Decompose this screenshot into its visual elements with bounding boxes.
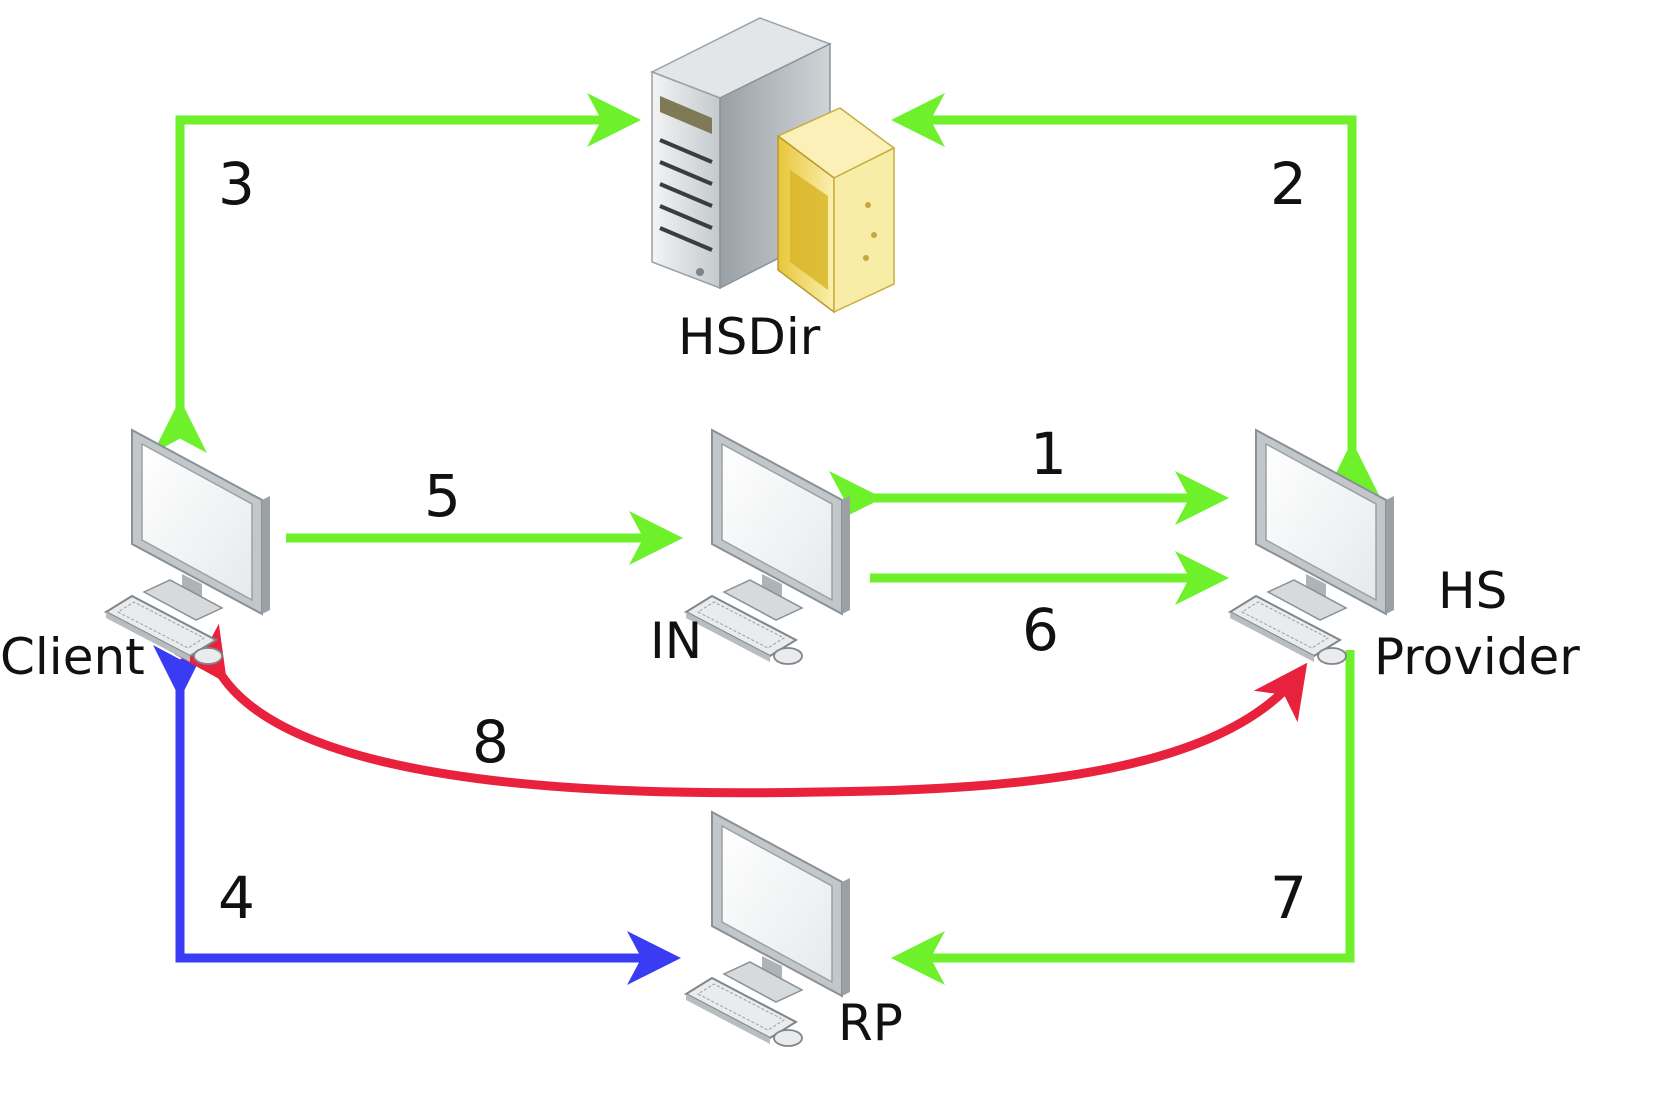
hs-provider-label-line1: HS [1438, 562, 1507, 620]
arrow-step-3 [153, 93, 641, 453]
arrow-step-8 [174, 623, 1308, 798]
arrow-step-2 [891, 93, 1379, 495]
arrow-step-4 [153, 645, 681, 985]
step-label-2: 2 [1270, 150, 1307, 218]
step-label-7: 7 [1270, 864, 1307, 932]
server-icon [650, 17, 896, 314]
client-label: Client [0, 628, 145, 686]
hs-provider-label-line2: Provider [1374, 628, 1580, 686]
step-label-1: 1 [1030, 420, 1067, 488]
step-label-3: 3 [218, 150, 255, 218]
hsdir-label: HSDir [678, 308, 821, 366]
in-label: IN [650, 612, 702, 670]
in-computer-icon [685, 429, 851, 665]
arrow-step-7 [891, 650, 1355, 985]
hs-provider-computer-icon [1229, 429, 1395, 665]
step-label-4: 4 [218, 864, 255, 932]
rp-label: RP [838, 994, 903, 1052]
step-label-6: 6 [1022, 596, 1059, 664]
step-label-5: 5 [424, 462, 461, 530]
step-label-8: 8 [472, 708, 509, 776]
rp-computer-icon [685, 811, 851, 1047]
